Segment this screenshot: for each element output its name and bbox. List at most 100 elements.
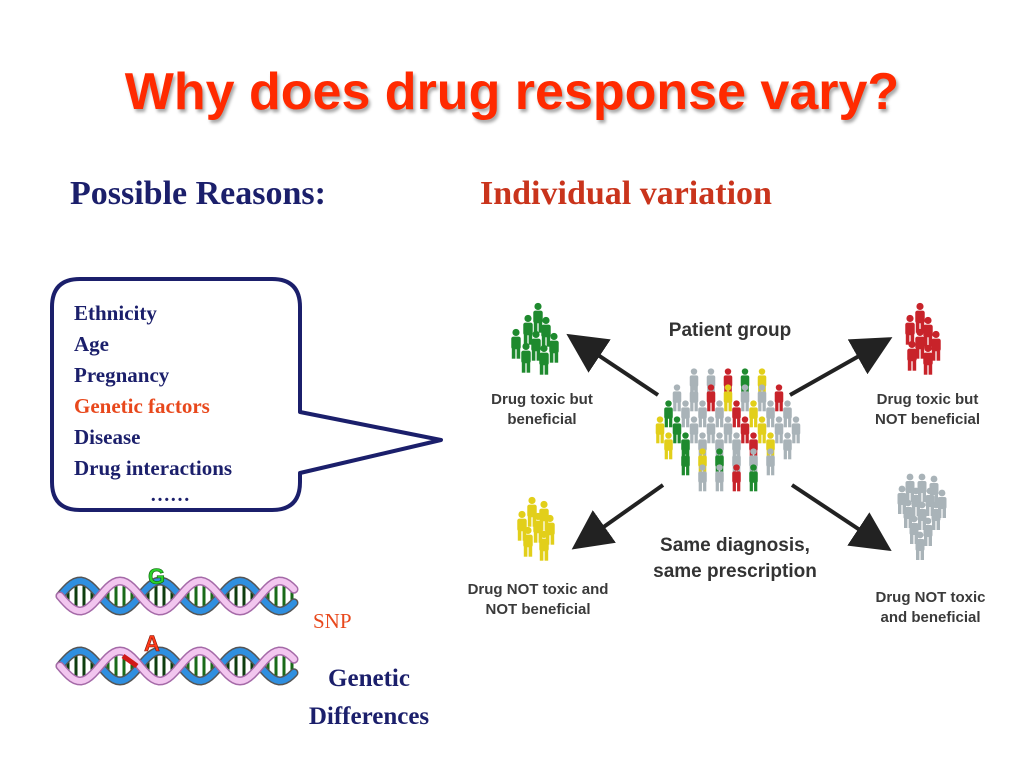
genetic-caption-line1: Genetic: [328, 665, 410, 692]
person-icon: [715, 400, 724, 428]
person-icon: [923, 517, 933, 546]
arrow-to-bottom-left: [571, 483, 665, 550]
reasons-ellipsis: ……: [150, 484, 190, 506]
genetic-caption-line2: Differences: [308, 703, 430, 730]
bottom-left-line1: Drug NOT toxic and: [467, 581, 609, 598]
person-icon: [681, 400, 690, 428]
dna-strand-pink: [57, 647, 297, 685]
person-icon: [715, 464, 724, 492]
person-icon: [903, 499, 913, 528]
allele-a-label: A: [144, 631, 160, 656]
person-icon: [521, 342, 531, 373]
person-icon: [539, 530, 549, 561]
person-icon: [723, 368, 733, 396]
allele-g-label: G: [148, 564, 165, 589]
person-icon: [698, 432, 707, 460]
bottom-right-group-label: Drug NOT toxic and beneficial: [858, 588, 1003, 628]
reasons-list: Ethnicity Age Pregnancy Genetic factors …: [74, 298, 232, 484]
person-icon: [681, 448, 690, 476]
person-icon: [732, 400, 741, 428]
patient-group-label: Patient group: [668, 320, 792, 341]
patient-response-diagram: [511, 302, 947, 561]
person-icon: [689, 384, 699, 412]
possible-reasons-heading: Possible Reasons:: [70, 175, 326, 212]
person-icon: [672, 416, 682, 444]
person-icon: [533, 512, 543, 543]
bottom-left-group-label: Drug NOT toxic and NOT beneficial: [452, 580, 624, 620]
reason-pregnancy: Pregnancy: [74, 363, 170, 387]
person-icon: [732, 464, 741, 492]
person-icon: [698, 464, 707, 492]
person-icon: [655, 416, 665, 444]
person-icon: [749, 432, 758, 460]
person-icon: [706, 416, 716, 444]
center-line1: Same diagnosis,: [660, 535, 810, 556]
person-icon: [915, 531, 925, 560]
person-icon: [723, 416, 733, 444]
individual-variation-heading: Individual variation: [480, 175, 772, 212]
top-right-line1: Drug toxic but: [876, 391, 979, 408]
speech-bubble: [50, 277, 443, 512]
person-icon: [715, 448, 724, 476]
person-icon: [907, 340, 917, 371]
arrow-to-top-right: [789, 337, 893, 397]
person-icon: [783, 432, 792, 460]
arrow-to-bottom-right: [790, 483, 892, 552]
person-icon: [723, 384, 733, 412]
dna-strand-pink: [57, 577, 297, 615]
snp-mutation-mark: [121, 653, 139, 669]
reason-disease: Disease: [74, 425, 141, 449]
person-icon: [915, 328, 925, 359]
person-icon: [541, 316, 551, 347]
person-icon: [905, 314, 915, 345]
person-icon: [706, 368, 716, 396]
person-icon: [923, 344, 933, 375]
top-right-line2: NOT beneficial: [874, 411, 981, 428]
person-icon: [791, 416, 801, 444]
person-icon: [917, 501, 927, 530]
person-icon: [766, 448, 775, 476]
person-icon: [909, 515, 919, 544]
reason-genetic-factors: Genetic factors: [74, 394, 210, 418]
bottom-right-line2: and beneficial: [880, 609, 981, 626]
center-line2: same prescription: [653, 561, 817, 582]
reason-drug-interactions: Drug interactions: [74, 456, 233, 480]
top-left-group-label: Drug toxic but beneficial: [462, 390, 622, 430]
slide-title: Why does drug response vary?: [124, 63, 900, 121]
person-icon: [783, 400, 792, 428]
dna-helix-bottom: [55, 646, 299, 686]
person-icon: [931, 501, 941, 530]
bottom-right-line1: Drug NOT toxic: [875, 589, 986, 606]
person-icon: [740, 384, 750, 412]
person-icon: [740, 368, 750, 396]
person-icon: [757, 416, 767, 444]
person-icon: [766, 400, 775, 428]
person-icon: [681, 432, 690, 460]
person-icon: [757, 368, 767, 396]
person-icon: [715, 432, 724, 460]
person-icon: [689, 368, 699, 396]
person-icon: [549, 332, 559, 363]
top-right-group-label: Drug toxic but NOT beneficial: [855, 390, 1000, 430]
dna-helix-top: [55, 576, 299, 616]
person-icon: [774, 384, 784, 412]
same-diagnosis-label: Same diagnosis, same prescription: [630, 533, 840, 585]
person-icon: [766, 432, 775, 460]
person-icon: [523, 314, 533, 345]
person-icon: [740, 416, 750, 444]
person-icon: [689, 416, 699, 444]
person-icon: [531, 330, 541, 361]
snp-label: SNP: [313, 609, 352, 633]
dna-helix-illustration: G A: [55, 564, 299, 686]
person-icon: [523, 526, 533, 557]
top-left-line1: Drug toxic but: [491, 391, 593, 408]
person-icon: [664, 400, 673, 428]
genetic-differences-caption: Genetic Differences: [294, 660, 444, 736]
person-icon: [931, 330, 941, 361]
person-icon: [664, 432, 673, 460]
person-icon: [698, 448, 707, 476]
person-icon: [774, 416, 784, 444]
reason-age: Age: [74, 332, 109, 356]
person-icon: [706, 384, 716, 412]
reason-ethnicity: Ethnicity: [74, 301, 157, 325]
